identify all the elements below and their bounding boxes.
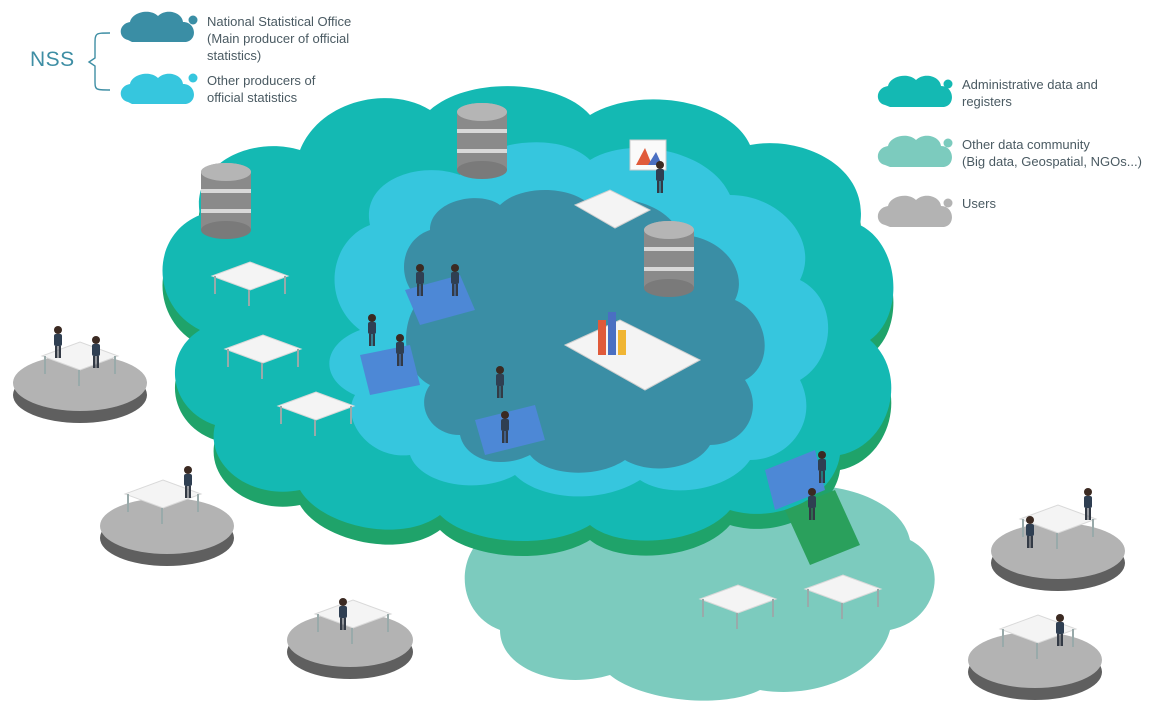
legend-cloud-users: [877, 195, 953, 227]
legend-cloud-admin-data: [877, 75, 953, 107]
user-platform: [100, 466, 234, 566]
meeting-table: [563, 312, 702, 391]
database-icon: [644, 221, 694, 297]
database-icon: [201, 163, 251, 239]
legend-text-admin-data: Administrative data and registers: [962, 77, 1098, 109]
stairs: [360, 275, 860, 565]
legend-text-other-producers: Other producers of official statistics: [207, 73, 316, 105]
legend-text-users: Users: [962, 196, 996, 211]
legend-cloud-data-community: [877, 135, 953, 167]
user-platform: [991, 488, 1125, 591]
user-platform: [968, 614, 1102, 700]
database-icon: [457, 103, 507, 179]
nss-brace: [87, 32, 111, 91]
legend-cloud-nso: [120, 11, 198, 42]
user-platform: [287, 598, 413, 679]
legend-text-nso: National Statistical Office (Main produc…: [207, 14, 352, 63]
legend-cloud-other-producers: [120, 73, 198, 104]
nss-label: NSS: [30, 48, 75, 71]
legend-text-data-community: Other data community (Big data, Geospati…: [962, 137, 1142, 169]
user-platform: [13, 326, 147, 423]
